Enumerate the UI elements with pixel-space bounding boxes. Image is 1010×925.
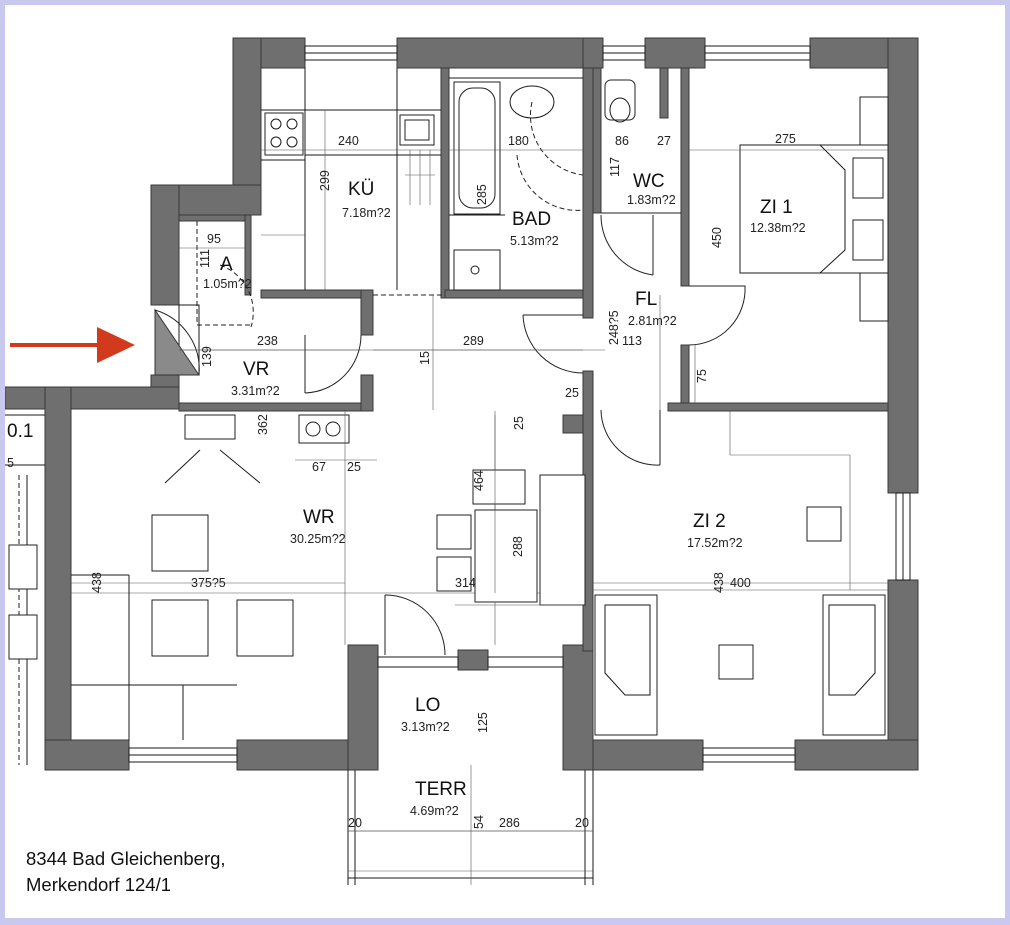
dim-label: 400 (730, 576, 751, 590)
dim-label: 111 (198, 249, 212, 268)
dim-label: 139 (200, 346, 214, 367)
wc (600, 79, 681, 276)
windows (128, 45, 911, 763)
dim-label: 27 (657, 134, 671, 148)
dim-label: 288 (511, 536, 525, 557)
wc-name: WC (633, 171, 665, 192)
wr-room (71, 411, 586, 740)
address-line-2: Merkendorf 124/1 (26, 874, 172, 895)
dim-label: 95 (207, 232, 221, 246)
kitchen (261, 68, 441, 290)
lo-area: 3.13m?2 (401, 720, 450, 734)
dim-label: 25 (512, 416, 526, 430)
room-labels: KÜ 7.18m?2 BAD 5.13m?2 WC 1.83m?2 ZI 1 1… (203, 171, 806, 818)
dim-label: 25 (565, 386, 579, 400)
dim-label: 240 (338, 134, 359, 148)
dim-label: 375?5 (191, 576, 226, 590)
wr-area: 30.25m?2 (290, 532, 346, 546)
zi2-name: ZI 2 (693, 511, 726, 532)
zi2-area: 17.52m?2 (687, 536, 743, 550)
wc-area: 1.83m?2 (627, 193, 676, 207)
dim-label: 275 (775, 132, 796, 146)
address-line-1: 8344 Bad Gleichenberg, (26, 848, 226, 869)
terr-name: TERR (415, 779, 467, 800)
bad-name: BAD (512, 209, 551, 230)
vr-area: 3.31m?2 (231, 384, 280, 398)
dim-label: 15 (418, 351, 432, 365)
fl-name: FL (635, 289, 657, 310)
dim-label: 113 (622, 334, 642, 348)
loggia-terrace (347, 765, 594, 885)
zi1-area: 12.38m?2 (750, 221, 806, 235)
dim-label: 86 (615, 134, 629, 148)
dimension-labels: 240 180 86 27 275 299 285 117 450 95 111… (90, 132, 796, 830)
dim-label: 125 (476, 712, 490, 733)
bathroom (449, 77, 584, 291)
dim-label: 285 (475, 184, 489, 205)
dim-label: 238 (257, 334, 278, 348)
dim-label: 464 (472, 470, 486, 491)
lo-name: LO (415, 695, 440, 716)
wr-name: WR (303, 507, 335, 528)
floor-plan: 0.1 5 (5, 37, 919, 885)
dim-label: 314 (455, 576, 476, 590)
dim-label: 248?5 (607, 310, 621, 345)
dim-label: 25 (347, 460, 361, 474)
fl-hall (373, 294, 661, 466)
kueche-area: 7.18m?2 (342, 206, 391, 220)
floor-plan-frame: 0.1 5 (5, 5, 1005, 918)
dim-label: 362 (256, 414, 270, 435)
dim-label: 117 (608, 157, 622, 177)
dim-label: 450 (710, 227, 724, 248)
dim-label: 5 (7, 456, 14, 470)
zi1-name: ZI 1 (760, 197, 793, 218)
dim-label: 67 (312, 460, 326, 474)
dim-label: 54 (472, 815, 486, 829)
bad-area: 5.13m?2 (510, 234, 559, 248)
abstellraum-area: 1.05m?2 (203, 277, 252, 291)
kueche-name: KÜ (348, 179, 374, 200)
entrance-arrow-icon (10, 327, 135, 363)
vr-name: VR (243, 359, 269, 380)
zi2-room (593, 411, 888, 736)
dim-label: 438 (90, 572, 104, 593)
fl-area: 2.81m?2 (628, 314, 677, 328)
dim-label: 180 (508, 134, 529, 148)
dim-label: 286 (499, 816, 520, 830)
dimension-lines (71, 110, 888, 832)
neighbor-label: 0.1 (7, 421, 33, 442)
walls (5, 37, 919, 771)
abstellraum-name: A (220, 254, 233, 275)
dim-label: 20 (348, 816, 362, 830)
dim-label: 438 (712, 572, 726, 593)
dim-label: 289 (463, 334, 484, 348)
terr-area: 4.69m?2 (410, 804, 459, 818)
dim-label: 75 (695, 369, 709, 383)
dim-label: 20 (575, 816, 589, 830)
zi1-room (688, 96, 889, 346)
neighbor-unit: 0.1 5 (5, 414, 45, 765)
dim-label: 299 (318, 170, 332, 191)
